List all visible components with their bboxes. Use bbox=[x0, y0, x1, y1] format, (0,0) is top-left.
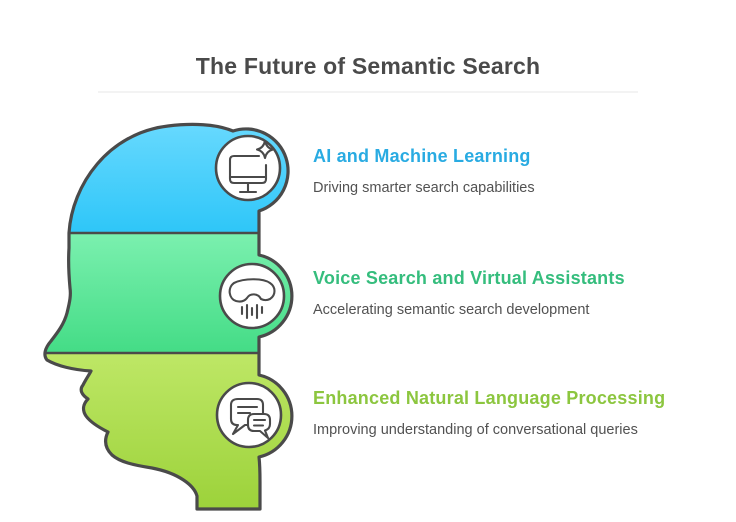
section-voice: Voice Search and Virtual Assistants Acce… bbox=[313, 268, 713, 318]
head-outline bbox=[43, 122, 294, 511]
chat-bubbles-icon bbox=[229, 397, 272, 440]
icon-circle-ai bbox=[214, 134, 282, 202]
section-ai-heading: AI and Machine Learning bbox=[313, 146, 531, 166]
section-ai-description: Driving smarter search capabilities bbox=[313, 180, 535, 196]
section-nlp: Enhanced Natural Language Processing Imp… bbox=[313, 388, 713, 438]
section-voice-description: Accelerating semantic search development bbox=[313, 302, 590, 318]
section-nlp-heading: Enhanced Natural Language Processing bbox=[313, 388, 666, 408]
section-ai: AI and Machine Learning Driving smarter … bbox=[313, 146, 713, 196]
icon-circle-voice bbox=[218, 262, 286, 330]
section-voice-heading: Voice Search and Virtual Assistants bbox=[313, 268, 625, 288]
voice-sound-waves-icon bbox=[228, 278, 276, 320]
title-divider bbox=[98, 91, 638, 93]
page-title: The Future of Semantic Search bbox=[195, 53, 541, 79]
section-nlp-description: Improving understanding of conversationa… bbox=[313, 422, 638, 438]
monitor-sparkle-icon bbox=[228, 139, 275, 194]
